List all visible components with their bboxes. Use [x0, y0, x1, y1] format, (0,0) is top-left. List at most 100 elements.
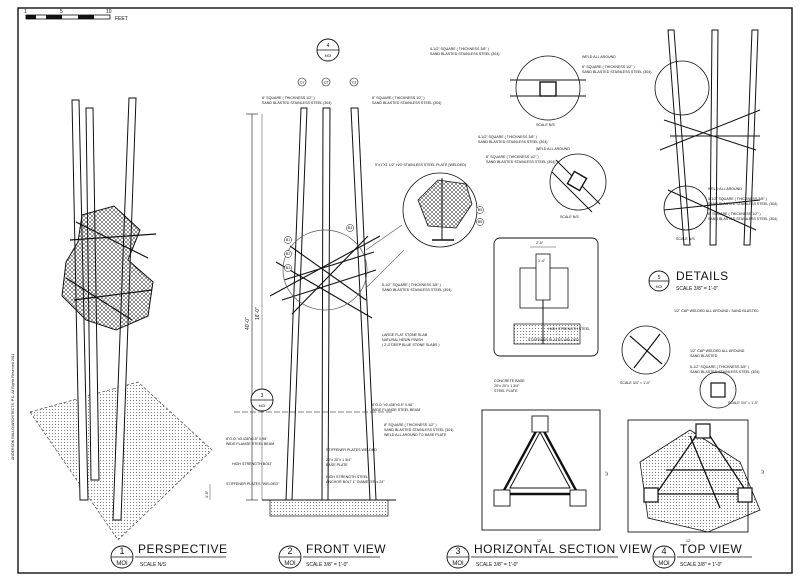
svg-text:B1: B1: [286, 238, 290, 242]
note-weld: WELD ALL AROUND: [708, 187, 742, 191]
member-tags: B1 B2 B3 B4 B5 B6: [284, 206, 484, 272]
view-sheet: MOI: [452, 561, 464, 567]
note-brace-cap-material: SAND BLASTED STAINLESS STEEL (304): [690, 370, 760, 374]
svg-text:C3: C3: [352, 80, 357, 84]
note-stiffener-welded: STIFFENER PLATES WELDED: [326, 448, 377, 452]
note-brace-top: 5-1/2" SQUARE ( THICKNESS 3/8" ): [708, 197, 767, 201]
sheet-border: [17, 7, 793, 574]
svg-text:MOI: MOI: [259, 404, 266, 408]
view-name: TOP VIEW: [680, 542, 742, 556]
note-col-material: SAND BLASTED STAINLESS STEEL (304): [262, 101, 332, 105]
note-base-plate-type: BASE PLATE: [326, 463, 348, 467]
perspective-view: [29, 97, 213, 541]
cap-details: 1/2" CAP WELDED ALL AROUND / SAND BLASTE…: [620, 309, 760, 409]
view-name: HORIZONTAL SECTION VIEW: [474, 542, 652, 556]
note-cap-finish: SAND BLASTED: [690, 354, 718, 358]
details-sheet: MOI: [656, 285, 663, 289]
base-plate-detail: 2'-0" 1'-4" STIFFENER PLATES WELDED HIGH…: [493, 237, 599, 357]
scale-unit: FEET: [115, 16, 128, 22]
note-slab-finish: NATURAL HEWN FINISH: [382, 338, 424, 342]
view-scale: SCALE N/S: [140, 562, 167, 568]
details-scale: SCALE 3/8" = 1'-0": [676, 286, 718, 292]
svg-text:B6: B6: [478, 220, 482, 224]
section-marker-top: 4 MOI: [316, 38, 340, 62]
view-scale: SCALE 3/8" = 1'-0": [476, 562, 518, 568]
column-tags: C1 C2 C3: [297, 77, 359, 87]
column-tag: C3: [349, 77, 359, 87]
note-stiffener: STIFFENER PLATES "WELDED": [226, 482, 280, 486]
member-tag: B6: [476, 218, 484, 226]
note-detail-square: 5-1/2" SQUARE ( THICKNESS 3/8" ): [430, 47, 489, 51]
note-col-top: 8" SQUARE ( THICKNESS 1/2" ): [708, 212, 761, 216]
note-detail-material: SAND BLASTED STAINLESS STEEL (304): [430, 52, 500, 56]
note-detail-square: 8" SQUARE ( THICKNESS 1/2" ): [582, 65, 635, 69]
svg-text:B4: B4: [348, 226, 352, 230]
note-section-square: 8" SQUARE ( THICKNESS 1/2" ): [384, 423, 437, 427]
scale-tick-5: 5: [60, 9, 63, 15]
details-number: 5: [658, 275, 661, 281]
member-tag: B4: [346, 224, 354, 232]
note-plate-weld: 5"x1"X1 1/2" H/O STAINLESS STEEL PLATE (…: [375, 163, 466, 167]
note-base-plate: 20"x 20"x 1 3/4": [326, 458, 352, 462]
note-anchor-detail: HIGH STRENGTH STEEL: [548, 327, 590, 331]
view-scale: SCALE 3/8" = 1'-0": [306, 562, 348, 568]
view-number: 4: [661, 546, 666, 556]
horizontal-section: 12' 12' CONCRETE BASE 20"x 20"x 1 3/4" S…: [372, 379, 609, 543]
cap-scale: SCALE 3/4" = 1'-0": [728, 401, 759, 405]
note-hs-bolt: HIGH STRENGTH BOLT: [232, 462, 273, 466]
svg-text:B5: B5: [478, 208, 482, 212]
front-notes: 8" SQUARE ( THICKNESS 1/2" ) SAND BLASTE…: [226, 96, 466, 486]
svg-text:C1: C1: [300, 80, 305, 84]
note-col-square: 8" SQUARE ( THICKNESS 1/2" ): [262, 96, 315, 100]
member-tag: B5: [476, 206, 484, 214]
view-number: 2: [287, 546, 292, 556]
details-scale-ns: SCALE N/S: [676, 237, 695, 241]
note-col-material: SAND BLASTED STAINLESS STEEL (304): [372, 101, 442, 105]
note-beam: 8"O.D."x0.438"x0.5" 0.96": [226, 437, 268, 441]
dim-plate-b: 1'-4": [538, 259, 546, 263]
note-section-beam-type: WIDE FLANGE STEEL BEAM: [372, 408, 420, 412]
column-tag: C1: [297, 77, 307, 87]
detail-upper-structure: WELD ALL AROUND 5-1/2" SQUARE ( THICKNES…: [654, 29, 778, 246]
note-slab-size: ( 2'-0"DEEP BLUE STONE SLABS ): [382, 343, 440, 347]
note-col-top-material: SAND BLASTED STAINLESS STEEL (304): [708, 217, 778, 221]
note-slab: LARGE FLAT STONE SLAB: [382, 333, 428, 337]
note-anchor-size: ANCHOR BOLT 1" DIAMETER x 24": [326, 480, 385, 484]
note-section-material: SAND BLASTED STAINLESS STEEL (304): [384, 428, 454, 432]
note-cap: 1/2" CAP WELDED ALL AROUND / SAND BLASTE…: [674, 309, 759, 313]
note-cap: 1/2" CAP WELDED ALL AROUND: [690, 349, 745, 353]
front-view: 40'-0" 16'-0" 3'-0": [205, 107, 478, 517]
note-detail-material: SAND BLASTED STAINLESS STEEL (304): [486, 160, 556, 164]
note-brace-material: SAND BLASTED STAINLESS STEEL (304): [382, 288, 452, 292]
scale-tick-1: 1: [24, 9, 27, 15]
view-sheet: MOI: [116, 561, 128, 567]
details-scale-ns: SCALE N/S: [536, 123, 555, 127]
note-stiffener-detail: STIFFENER PLATES WELDED: [528, 338, 579, 342]
dim-base: 3'-0": [205, 490, 209, 498]
note-concrete-plate: 20"x 20"x 1 3/4": [494, 384, 520, 388]
credit-text: ANDERSON BALLO/ARCHITECTS, P.C. All Righ…: [11, 353, 15, 460]
note-concrete: CONCRETE BASE: [494, 379, 525, 383]
note-col-square: 8" SQUARE ( THICKNESS 1/2" ): [372, 96, 425, 100]
view-name: PERSPECTIVE: [138, 542, 228, 556]
scale-tick-10: 10: [106, 9, 112, 15]
title-horizontal-section: 3 MOI HORIZONTAL SECTION VIEW SCALE 3/8"…: [446, 542, 652, 569]
scale-bar: 1 5 10 FEET: [24, 9, 128, 22]
section-marker-front: 3 MOI: [234, 388, 394, 413]
note-brace: 5-1/2" SQUARE ( THICKNESS 3/8" ): [382, 283, 441, 287]
title-perspective: 1 MOI PERSPECTIVE SCALE N/S: [110, 542, 228, 569]
dim-top-depth: 12': [761, 469, 765, 474]
note-concrete-steel: STEEL PLATE: [494, 389, 518, 393]
svg-text:4: 4: [327, 43, 330, 49]
svg-text:B3: B3: [286, 266, 290, 270]
note-detail-square: 8" SQUARE ( THICKNESS 1/2" ): [486, 155, 539, 159]
dim-top-width: 12': [686, 539, 691, 543]
view-sheet: MOI: [284, 561, 296, 567]
svg-text:B2: B2: [286, 252, 290, 256]
note-detail-material: SAND BLASTED STAINLESS STEEL (304): [478, 140, 548, 144]
svg-text:MOI: MOI: [325, 54, 332, 58]
view-number: 1: [119, 546, 124, 556]
view-number: 3: [455, 546, 460, 556]
svg-text:3: 3: [261, 393, 264, 399]
note-beam-type: WIDE FLANGE STEEL BEAM: [226, 442, 274, 446]
